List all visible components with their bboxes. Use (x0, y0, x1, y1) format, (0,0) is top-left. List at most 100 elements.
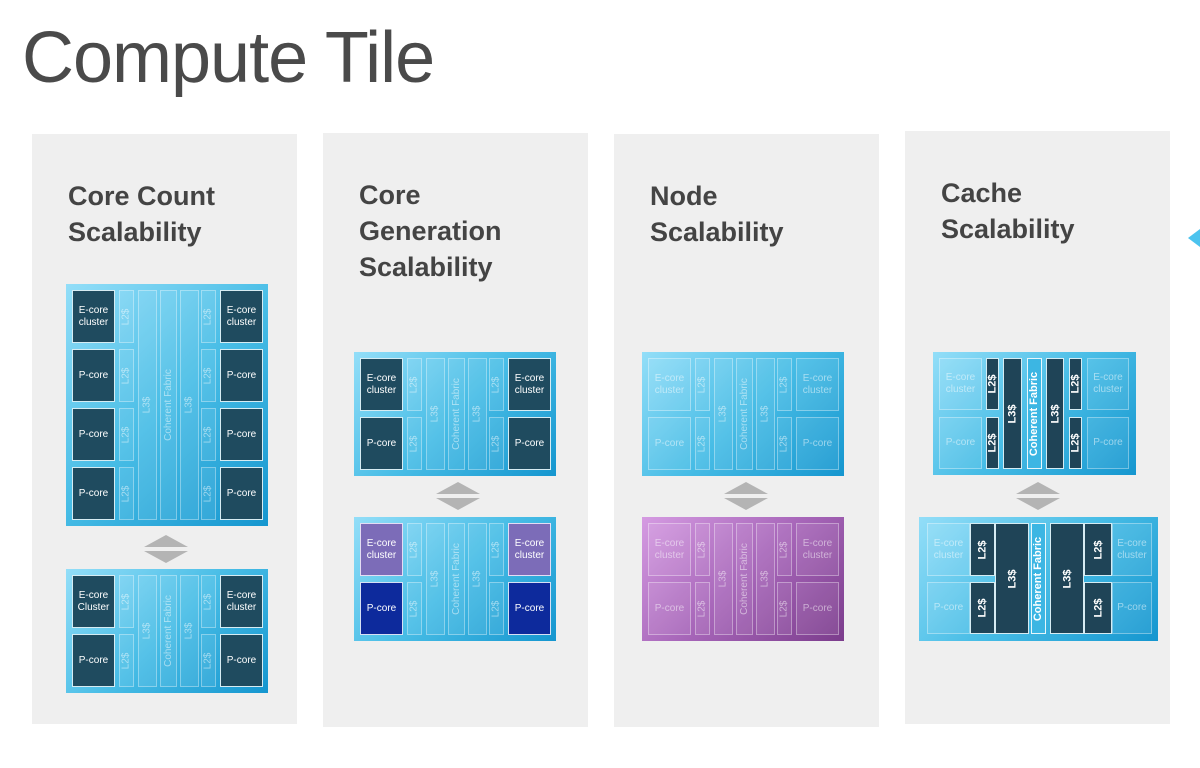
l2-cache-block: L2$ (119, 467, 134, 520)
l2-cache-block-label: L2$ (408, 435, 420, 452)
core-block: P-core (72, 349, 115, 402)
l3-cache-block-label: L3$ (717, 570, 729, 588)
panel-title-line: Scalability (650, 217, 784, 247)
coherent-fabric-block: Coherent Fabric (448, 523, 465, 635)
arrow-up-icon (436, 482, 480, 494)
core-block-label: E-core cluster (802, 537, 833, 561)
arrow-down-icon (1016, 498, 1060, 510)
core-block-label: P-core (366, 602, 397, 614)
l2-cache-block-label: L2$ (202, 593, 214, 610)
l2-cache-block: L2$ (695, 523, 710, 576)
l2-cache-block-label: L2$ (976, 598, 989, 618)
core-block: P-core (72, 634, 115, 687)
core-block-label: E-core cluster (514, 372, 545, 396)
coherent-fabric-block: Coherent Fabric (448, 358, 465, 470)
l2-cache-block-label: L2$ (986, 433, 999, 453)
l2-cache-block: L2$ (489, 523, 504, 576)
core-block: P-core (508, 417, 551, 470)
l2-cache-block-label: L2$ (778, 376, 790, 393)
l2-cache-block: L2$ (986, 417, 999, 469)
core-block-label: E-core cluster (1093, 372, 1123, 395)
l2-cache-block: L2$ (695, 358, 710, 411)
core-block-label: P-core (514, 437, 545, 449)
l2-cache-block: L2$ (407, 358, 422, 411)
core-block: P-core (72, 408, 115, 461)
core-block-label: P-core (366, 437, 397, 449)
core-block-label: E-core cluster (802, 372, 833, 396)
l2-cache-block-label: L2$ (202, 426, 214, 443)
coherent-fabric-block-label: Coherent Fabric (450, 543, 462, 615)
l2-cache-block-label: L2$ (696, 435, 708, 452)
l2-cache-block: L2$ (407, 582, 422, 635)
core-block-label: P-core (654, 437, 685, 449)
l3-cache-block-label: L3$ (1006, 404, 1019, 423)
core-block-label: E-core cluster (366, 537, 397, 561)
l2-cache-block-label: L2$ (778, 541, 790, 558)
l2-cache-block-label: L2$ (490, 600, 502, 617)
l3-cache-block: L3$ (180, 290, 199, 520)
core-block: P-core (796, 582, 839, 635)
l2-cache-block-label: L2$ (696, 541, 708, 558)
l2-cache-block: L2$ (489, 582, 504, 635)
l2-cache-block-label: L2$ (490, 435, 502, 452)
l3-cache-block-label: L3$ (429, 570, 441, 588)
l3-cache-block: L3$ (1003, 358, 1022, 469)
l3-cache-block: L3$ (995, 523, 1029, 634)
l3-cache-block: L3$ (468, 523, 487, 635)
l3-cache-block: L3$ (138, 290, 157, 520)
l3-cache-block: L3$ (714, 358, 733, 470)
l2-cache-block-label: L2$ (408, 541, 420, 558)
coherent-fabric-block-label: Coherent Fabric (738, 378, 750, 450)
panel-title-line: Scalability (941, 214, 1075, 244)
core-block: E-core cluster (1112, 523, 1152, 576)
l2-cache-block: L2$ (695, 582, 710, 635)
l2-cache-block-label: L2$ (986, 374, 999, 394)
coherent-fabric-block-label: Coherent Fabric (738, 543, 750, 615)
l3-cache-block: L3$ (756, 523, 775, 635)
l2-cache-block-label: L2$ (120, 426, 132, 443)
core-block-label: P-core (802, 437, 833, 449)
l2-cache-block-label: L2$ (120, 308, 132, 325)
core-block-label: E-core cluster (78, 304, 109, 328)
l2-cache-block-label: L2$ (1069, 433, 1082, 453)
l3-cache-block: L3$ (180, 575, 199, 687)
coherent-fabric-block-label: Coherent Fabric (1028, 371, 1041, 456)
l2-cache-block-label: L2$ (120, 367, 132, 384)
core-block: E-core cluster (648, 523, 691, 576)
arrow-up-icon (1016, 482, 1060, 494)
l3-cache-block-label: L3$ (141, 396, 153, 414)
core-block: P-core (220, 408, 263, 461)
core-block: E-core cluster (220, 290, 263, 343)
core-block: E-core Cluster (72, 575, 115, 628)
l3-cache-block-label: L3$ (471, 570, 483, 588)
swap-arrows-icon (724, 482, 768, 512)
arrow-up-icon (144, 535, 188, 547)
l3-cache-block-label: L3$ (717, 405, 729, 423)
l2-cache-block-label: L2$ (120, 652, 132, 669)
l3-cache-block-label: L3$ (759, 570, 771, 588)
l2-cache-block: L2$ (970, 523, 995, 576)
l2-cache-block-label: L2$ (696, 600, 708, 617)
l3-cache-block-label: L3$ (759, 405, 771, 423)
core-block: E-core cluster (1087, 358, 1129, 410)
arrow-down-icon (436, 498, 480, 510)
core-block-label: E-core cluster (226, 304, 257, 328)
panel-title-line: Node (650, 181, 718, 211)
coherent-fabric-block: Coherent Fabric (160, 575, 177, 687)
core-block-label: P-core (226, 487, 257, 499)
core-block-label: P-core (78, 654, 109, 666)
l2-cache-block: L2$ (489, 358, 504, 411)
l3-cache-block-label: L3$ (183, 622, 195, 640)
l2-cache-block-label: L2$ (202, 652, 214, 669)
l2-cache-block-label: L2$ (1069, 374, 1082, 394)
core-block-label: P-core (945, 437, 976, 448)
l2-cache-block: L2$ (201, 575, 216, 628)
l2-cache-block: L2$ (407, 523, 422, 576)
core-block-label: P-core (802, 602, 833, 614)
l2-cache-block-label: L2$ (120, 593, 132, 610)
core-block: P-core (220, 467, 263, 520)
l2-cache-block-label: L2$ (1092, 598, 1104, 618)
